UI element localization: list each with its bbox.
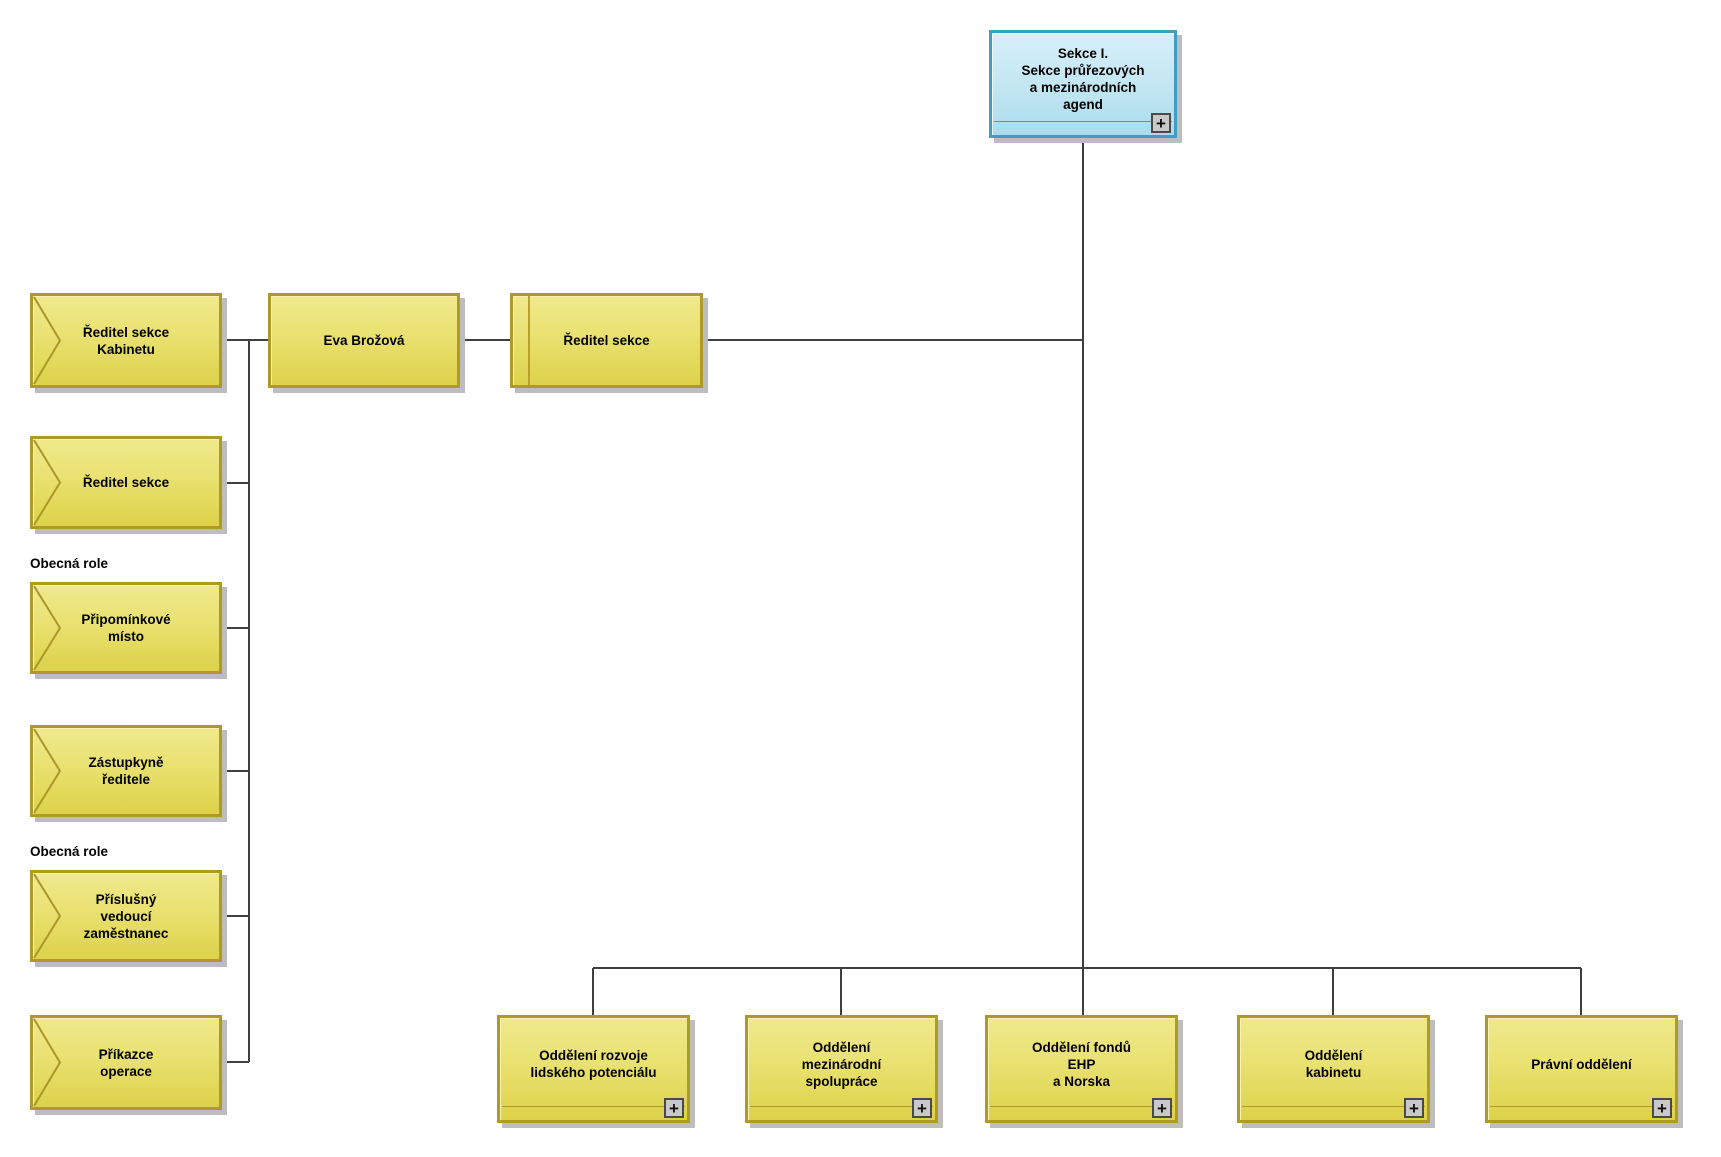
person-node-eva-brozova[interactable]: Eva Brožová	[268, 293, 460, 388]
role-chevron-icon	[33, 873, 62, 959]
department-label: Oddělení fondů EHP a Norska	[1032, 1039, 1131, 1089]
org-unit-divider	[994, 121, 1172, 122]
role-chevron-icon	[33, 439, 62, 526]
department-node-mezinarodni-spoluprace[interactable]: Oddělení mezinárodní spolupráce +	[745, 1015, 938, 1123]
position-node-reditel-sekce[interactable]: Ředitel sekce	[510, 293, 703, 388]
expand-button[interactable]: +	[1652, 1098, 1672, 1118]
department-label: Oddělení kabinetu	[1304, 1048, 1363, 1080]
role-node-pripominkove-misto[interactable]: Připomínkové místo	[30, 582, 222, 674]
role-chevron-icon	[33, 585, 62, 671]
role-label: Ředitel sekce	[82, 475, 170, 490]
expand-button[interactable]: +	[664, 1098, 684, 1118]
role-chevron-icon	[33, 296, 62, 385]
role-type-label: Obecná role	[30, 556, 109, 571]
department-label: Oddělení mezinárodní spolupráce	[801, 1039, 882, 1089]
role-node-zastupkyne-reditele[interactable]: Zástupkyně ředitele	[30, 725, 222, 817]
role-label: Připomínkové místo	[81, 612, 171, 644]
org-unit-divider	[1242, 1106, 1425, 1107]
role-node-reditel-sekce-kabinetu[interactable]: Ředitel sekce Kabinetu	[30, 293, 222, 388]
org-unit-top[interactable]: Sekce I. Sekce průřezových a mezinárodní…	[989, 30, 1177, 138]
expand-button[interactable]: +	[1151, 113, 1171, 133]
role-node-reditel-sekce[interactable]: Ředitel sekce	[30, 436, 222, 529]
person-label: Eva Brožová	[323, 333, 405, 348]
org-unit-top-label: Sekce I. Sekce průřezových a mezinárodní…	[1021, 46, 1145, 112]
role-label: Příslušný vedoucí zaměstnanec	[83, 891, 169, 941]
role-chevron-icon	[33, 1018, 62, 1107]
org-unit-divider	[750, 1106, 933, 1107]
department-node-rozvoje-lidskeho-potencialu[interactable]: Oddělení rozvoje lidského potenciálu +	[497, 1015, 690, 1123]
role-type-label: Obecná role	[30, 844, 109, 859]
expand-button[interactable]: +	[1152, 1098, 1172, 1118]
role-label: Ředitel sekce Kabinetu	[82, 324, 170, 357]
org-unit-divider	[990, 1106, 1173, 1107]
department-label: Oddělení rozvoje lidského potenciálu	[530, 1048, 657, 1080]
org-unit-divider	[502, 1106, 685, 1107]
department-node-fondu-ehp-a-norska[interactable]: Oddělení fondů EHP a Norska +	[985, 1015, 1178, 1123]
role-node-prislusny-vedouci-zamestnanec[interactable]: Příslušný vedoucí zaměstnanec	[30, 870, 222, 962]
role-node-prikazce-operace[interactable]: Příkazce operace	[30, 1015, 222, 1110]
department-node-kabinetu[interactable]: Oddělení kabinetu +	[1237, 1015, 1430, 1123]
role-label: Zástupkyně ředitele	[88, 755, 164, 787]
position-bar-icon	[528, 296, 530, 385]
org-unit-divider	[1490, 1106, 1673, 1107]
department-label: Právní oddělení	[1531, 1056, 1632, 1072]
expand-button[interactable]: +	[1404, 1098, 1424, 1118]
expand-button[interactable]: +	[912, 1098, 932, 1118]
department-node-pravni-oddeleni[interactable]: Právní oddělení +	[1485, 1015, 1678, 1123]
role-label: Příkazce operace	[98, 1046, 154, 1079]
position-label: Ředitel sekce	[563, 333, 650, 348]
role-chevron-icon	[33, 728, 62, 814]
